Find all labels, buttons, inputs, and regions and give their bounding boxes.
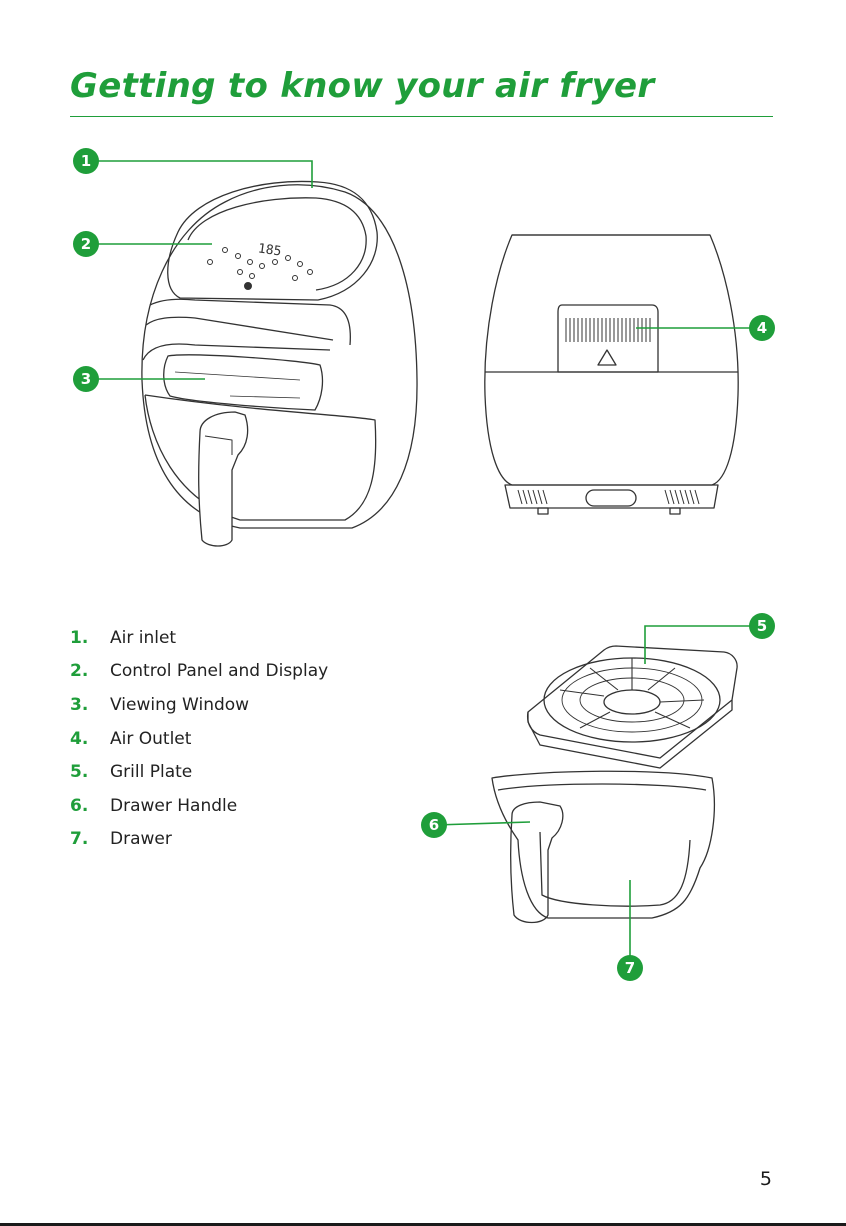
air-fryer-back-view <box>485 235 738 514</box>
part-label: Air Outlet <box>110 729 191 749</box>
callout-badge-7: 7 <box>617 955 643 981</box>
part-label: Drawer Handle <box>110 796 237 816</box>
svg-text:6: 6 <box>429 816 439 834</box>
air-outlet-vents <box>566 318 650 342</box>
part-label: Viewing Window <box>110 695 249 715</box>
list-item: 7. Drawer <box>70 823 328 857</box>
base-vents <box>518 490 699 504</box>
part-label: Air inlet <box>110 628 176 648</box>
part-number: 5. <box>70 762 110 782</box>
svg-text:2: 2 <box>81 235 91 253</box>
list-item: 1. Air inlet <box>70 621 328 655</box>
drawer <box>492 771 714 922</box>
part-number: 4. <box>70 729 110 749</box>
part-number: 1. <box>70 628 110 648</box>
part-label: Grill Plate <box>110 762 192 782</box>
list-item: 2. Control Panel and Display <box>70 655 328 689</box>
list-item: 3. Viewing Window <box>70 688 328 722</box>
svg-text:1: 1 <box>81 152 91 170</box>
callout-badge-3: 3 <box>73 366 99 392</box>
list-item: 5. Grill Plate <box>70 755 328 789</box>
air-fryer-front-view: 185 <box>142 181 417 546</box>
part-number: 6. <box>70 796 110 816</box>
part-label: Control Panel and Display <box>110 661 328 681</box>
callout-badge-5: 5 <box>749 613 775 639</box>
grill-plate <box>528 646 737 768</box>
svg-text:3: 3 <box>81 370 91 388</box>
callout-badge-6: 6 <box>421 812 447 838</box>
part-number: 7. <box>70 829 110 849</box>
part-number: 3. <box>70 695 110 715</box>
list-item: 6. Drawer Handle <box>70 789 328 823</box>
warning-triangle-icon <box>598 350 616 365</box>
svg-text:7: 7 <box>625 959 635 977</box>
list-item: 4. Air Outlet <box>70 722 328 756</box>
svg-text:4: 4 <box>757 319 767 337</box>
display-readout: 185 <box>257 241 282 259</box>
part-number: 2. <box>70 661 110 681</box>
svg-text:5: 5 <box>757 617 767 635</box>
part-label: Drawer <box>110 829 172 849</box>
callout-badge-4: 4 <box>749 315 775 341</box>
callout-badge-2: 2 <box>73 231 99 257</box>
page-number: 5 <box>760 1168 772 1190</box>
callout-badge-1: 1 <box>73 148 99 174</box>
parts-list: 1. Air inlet 2. Control Panel and Displa… <box>70 621 328 856</box>
